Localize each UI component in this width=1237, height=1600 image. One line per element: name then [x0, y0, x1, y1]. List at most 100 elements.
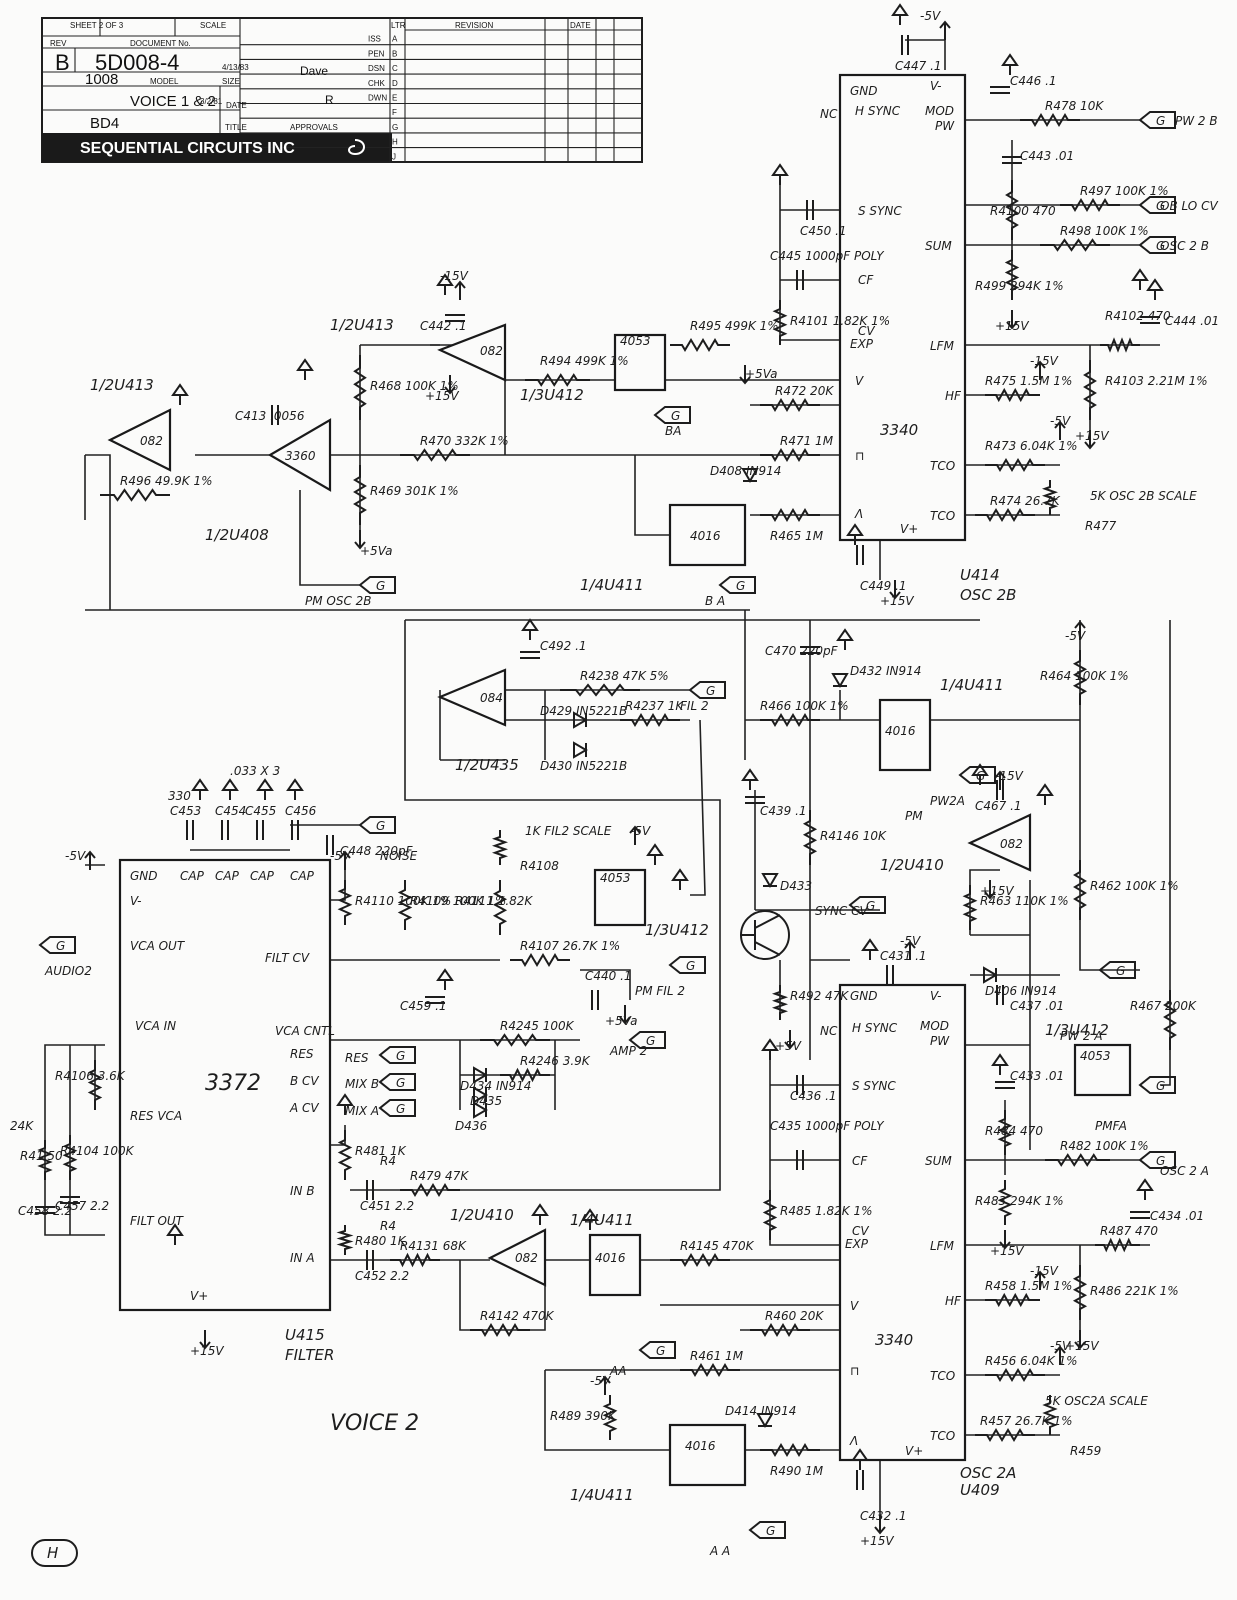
label-c432: C432 .1 — [860, 1509, 907, 1523]
u411b-designator: 1/4U411 — [940, 676, 1004, 694]
tb-row-label: DSN — [368, 64, 385, 73]
capacitor-c431 — [886, 965, 894, 985]
signal-mixa: MIX A — [345, 1104, 379, 1118]
ground-g19 — [531, 1203, 549, 1225]
label-d436: D436 — [455, 1119, 488, 1133]
rail-arrow-r9 — [354, 530, 366, 550]
label-r4111: R4111 1.82K — [455, 894, 533, 908]
capacitor-c437 — [996, 985, 1004, 1005]
resistor-r41 — [37, 1140, 53, 1180]
u435-type: 084 — [480, 691, 503, 705]
label-r497: R497 100K 1% — [1080, 184, 1169, 198]
label-d429: D429 IN5221B — [540, 704, 627, 718]
rail-r16: -5V — [330, 849, 351, 863]
u411c-designator: 1/4U411 — [570, 1211, 634, 1229]
sheet-marker: H — [47, 1544, 58, 1562]
signal-labels: PW 2 B OB LO CV OSC 2 B PM OSC 2B BA B A… — [44, 114, 1218, 1558]
svg-text:G: G — [1156, 199, 1165, 213]
svg-text:G: G — [396, 1102, 405, 1116]
label-r486: R486 221K 1% — [1090, 1284, 1179, 1298]
tb-row-label: PEN — [368, 49, 385, 58]
u413b-type: 082 — [140, 434, 163, 448]
label-c440: C440 .1 — [585, 969, 632, 983]
label-r494: R494 499K 1% — [540, 354, 629, 368]
u414-pin-ssync: S SYNC — [858, 204, 902, 218]
label-c450: C450 .1 — [800, 224, 847, 238]
capacitor-c454 — [221, 820, 229, 840]
resistor-r486 — [1072, 1265, 1088, 1320]
label-r482: R482 100K 1% — [1060, 1139, 1149, 1153]
ground-g11 — [336, 1093, 354, 1115]
rail-r24: +15V — [190, 1344, 224, 1358]
u412a-type: 4053 — [620, 334, 651, 348]
svg-text:G: G — [1156, 114, 1165, 128]
ground-g18 — [581, 1208, 599, 1230]
connector-flag-aa2: G — [748, 1521, 786, 1539]
ground-g27 — [1146, 278, 1164, 300]
label-r24k: 24K — [10, 1119, 34, 1133]
u411b-type: 4016 — [885, 724, 916, 738]
label-d414: D414 IN914 — [725, 1404, 796, 1418]
label-r463: R463 110K 1% — [980, 894, 1069, 908]
capacitor-c432 — [856, 1470, 864, 1490]
label-r470: R470 332K 1% — [420, 434, 509, 448]
u412c-type: 4053 — [1080, 1049, 1111, 1063]
label-r467: R467 200K — [1130, 999, 1197, 1013]
label-r4238: R4238 47K 5% — [580, 669, 669, 683]
label-c444: C444 .01 — [1165, 314, 1219, 328]
u409-pin-hf: HF — [945, 1294, 962, 1308]
label-c435: C435 1000pF POLY — [770, 1119, 885, 1133]
u412a-designator: 1/3U412 — [520, 386, 584, 404]
u409-designator: U409 — [960, 1481, 1000, 1499]
rail-r7: -5V — [1050, 414, 1071, 428]
label-r4146: R4146 10K — [820, 829, 887, 843]
connector-flag-synccv: G — [848, 896, 886, 914]
ground-g5 — [296, 358, 314, 380]
resistor-r466 — [760, 713, 820, 727]
svg-text:G: G — [56, 939, 65, 953]
u415-pin-gnd: GND — [130, 869, 158, 883]
u409-pin-tco2: TCO — [930, 1429, 955, 1443]
u409-pin-exp: EXP — [845, 1237, 869, 1251]
resistor-r457 — [975, 1428, 1035, 1442]
label-r477: R477 — [1085, 519, 1117, 533]
signal-pm: PM — [905, 809, 923, 823]
u414-designator: U414 — [960, 566, 1000, 584]
note-cap-bank: .033 X 3 — [230, 764, 280, 778]
resistor-r4103 — [1083, 360, 1097, 420]
svg-text:G: G — [1156, 239, 1165, 253]
signal-amp2: AMP 2 — [609, 1044, 647, 1058]
label-r483: R483 294K 1% — [975, 1194, 1064, 1208]
resistor-r462 — [1073, 860, 1087, 920]
signal-sync-cv: SYNC CV — [815, 904, 868, 918]
capacitor-c452 — [366, 1250, 374, 1270]
signal-pw2a-b: PW 2 A — [1060, 1029, 1103, 1043]
resistor-r468 — [353, 355, 367, 420]
capacitor-c470 — [800, 646, 820, 654]
resistor-r499 — [1004, 250, 1020, 300]
capacitor-c443 — [1002, 156, 1022, 164]
capacitor-c492 — [520, 651, 540, 659]
diode-d435 — [473, 1086, 488, 1104]
ground-g16 — [646, 843, 664, 865]
ground-g17 — [671, 868, 689, 890]
resistor-r4146 — [802, 810, 818, 865]
svg-text:G: G — [396, 1049, 405, 1063]
capacitor-c435 — [796, 1150, 804, 1170]
label-r474: R474 26.7K — [990, 494, 1061, 508]
resistor-r485 — [762, 1190, 778, 1240]
resistor-r492 — [771, 985, 789, 1020]
label-c442: C442 .1 — [420, 319, 467, 333]
opamp-u413-left: 082 1/2U413 — [90, 376, 172, 472]
resistor-r4245 — [480, 1033, 550, 1047]
resistor-r4142 — [470, 1323, 530, 1337]
u414-pin-cf: CF — [858, 273, 874, 287]
label-c434: C434 .01 — [1150, 1209, 1204, 1223]
rail-r10: +5Va — [745, 367, 777, 381]
rail-r2: -15V — [440, 269, 469, 283]
label-r464: R464 100K 1% — [1040, 669, 1129, 683]
label-r478: R478 10K — [1045, 99, 1104, 113]
label-r41: R41 50 — [20, 1149, 63, 1163]
connector-flag-fil2: G — [688, 681, 726, 699]
sheet-voice-label: VOICE 2 — [330, 1411, 419, 1436]
